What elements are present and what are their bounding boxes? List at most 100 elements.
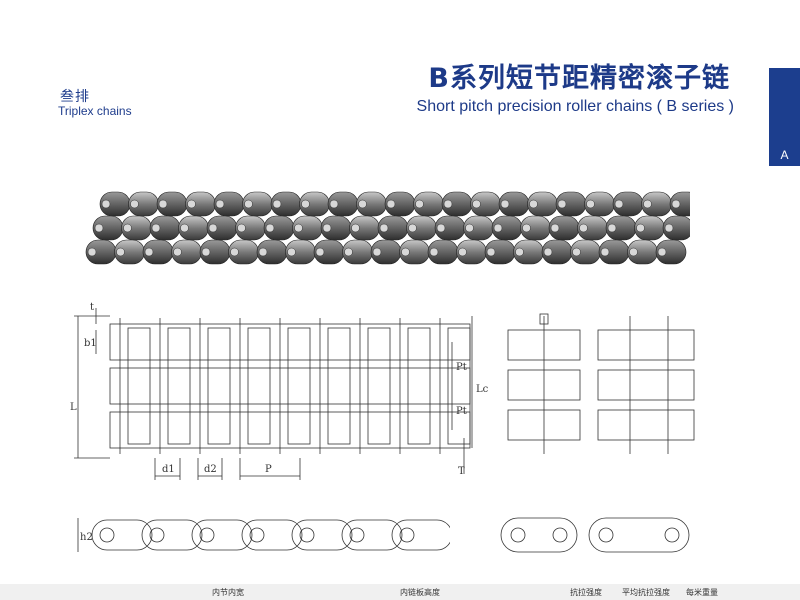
chain-pin: [657, 247, 667, 257]
chain-pin: [372, 247, 382, 257]
side-link-plate: [91, 519, 153, 551]
table-header-plate-height: 内链板高度: [400, 588, 440, 597]
dim-label-P: P: [265, 464, 272, 475]
roller-outline: [447, 327, 471, 445]
chain-pin: [493, 223, 503, 233]
chain-pin: [600, 247, 610, 257]
chain-pin: [301, 199, 310, 209]
chain-pin: [144, 247, 154, 257]
chain-pin: [636, 223, 645, 233]
dim-label-T: T: [458, 466, 465, 477]
dim-label-t: t: [90, 302, 94, 313]
chain-pin: [244, 199, 253, 209]
side-link-hole: [199, 527, 215, 543]
chain-pin: [629, 247, 638, 257]
chain-pin: [486, 247, 496, 257]
chain-top-view-drawing: t b1 L Pt Pt Lc T d1 d2 P: [70, 302, 489, 480]
dim-label-b1: b1: [84, 338, 97, 349]
dim-label-pt-2: Pt: [456, 406, 467, 417]
chain-pin: [614, 199, 624, 209]
chain-pin: [294, 223, 303, 233]
chain-pin: [607, 223, 617, 233]
chain-pin: [472, 199, 481, 209]
chain-pin: [322, 223, 332, 233]
chain-pin: [180, 223, 189, 233]
chain-pin: [401, 247, 410, 257]
chain-side-view-drawing: h2: [77, 518, 450, 552]
roller-outline: [367, 327, 391, 445]
chain-pin: [351, 223, 360, 233]
side-link-hole: [299, 527, 315, 543]
chain-pin: [500, 199, 510, 209]
side-link-plate: [291, 519, 353, 551]
chain-plate: [662, 215, 690, 241]
dim-label-d2: d2: [204, 464, 217, 475]
dim-label-lc: Lc: [476, 384, 489, 395]
chain-pin: [130, 199, 139, 209]
roller-outline: [247, 327, 271, 445]
chain-pin: [386, 199, 396, 209]
chain-pin: [344, 247, 353, 257]
dim-label-L: L: [70, 402, 77, 413]
offset-link-drawing: [597, 316, 695, 454]
chain-pin: [258, 247, 268, 257]
dim-label-d1: d1: [162, 464, 175, 475]
side-link-hole: [99, 527, 115, 543]
chain-pin: [586, 199, 595, 209]
section-tab-letter: A: [780, 148, 789, 162]
chain-pin: [173, 247, 182, 257]
table-header-avg-tensile: 平均抗拉强度: [622, 588, 670, 597]
roller-outline: [167, 327, 191, 445]
side-link-hole: [249, 527, 265, 543]
chain-pin: [158, 199, 168, 209]
roller-outline: [287, 327, 311, 445]
side-link-plate: [141, 519, 203, 551]
chain-pin: [671, 199, 681, 209]
chain-pin: [87, 247, 97, 257]
chain-pin: [522, 223, 531, 233]
chain-pin: [429, 247, 439, 257]
chain-pin: [415, 199, 424, 209]
page-title-chinese: B系列短节距精密滚子链: [428, 63, 730, 94]
subtitle-chinese: 叁排: [60, 89, 90, 105]
dim-label-h2: h2: [80, 532, 93, 543]
side-link-plate: [241, 519, 303, 551]
side-link-hole: [349, 527, 365, 543]
table-header-inner-width: 内节内宽: [212, 588, 244, 597]
chain-pin: [458, 247, 467, 257]
roller-outline: [127, 327, 151, 445]
chain-pin: [408, 223, 417, 233]
chain-pin: [664, 223, 674, 233]
roller-outline: [327, 327, 351, 445]
connecting-link-drawing: [507, 313, 581, 454]
side-link-plate: [391, 519, 450, 551]
chain-pin: [529, 199, 538, 209]
chain-pin: [379, 223, 389, 233]
roller-outline: [207, 327, 231, 445]
subtitle-english: Triplex chains: [58, 104, 132, 118]
chain-pin: [515, 247, 524, 257]
side-link-plate: [191, 519, 253, 551]
chain-pin: [272, 199, 282, 209]
spec-table-header: [0, 584, 800, 600]
chain-pin: [201, 247, 211, 257]
chain-pin: [572, 247, 581, 257]
chain-pin: [237, 223, 246, 233]
chain-pin: [465, 223, 474, 233]
section-tab: A: [769, 68, 800, 166]
chain-pin: [329, 199, 339, 209]
chain-pin: [208, 223, 218, 233]
chain-pin: [94, 223, 104, 233]
chain-pin: [550, 223, 560, 233]
chain-pin: [287, 247, 296, 257]
chain-pin: [358, 199, 367, 209]
side-link-hole: [399, 527, 415, 543]
chain-pin: [643, 199, 652, 209]
roller-outline: [407, 327, 431, 445]
chain-pin: [579, 223, 588, 233]
chain-pin: [315, 247, 325, 257]
page-title-english: Short pitch precision roller chains ( B …: [416, 98, 734, 115]
connecting-link-side-drawing: [500, 517, 578, 553]
chain-pin: [265, 223, 275, 233]
side-link-plate: [341, 519, 403, 551]
